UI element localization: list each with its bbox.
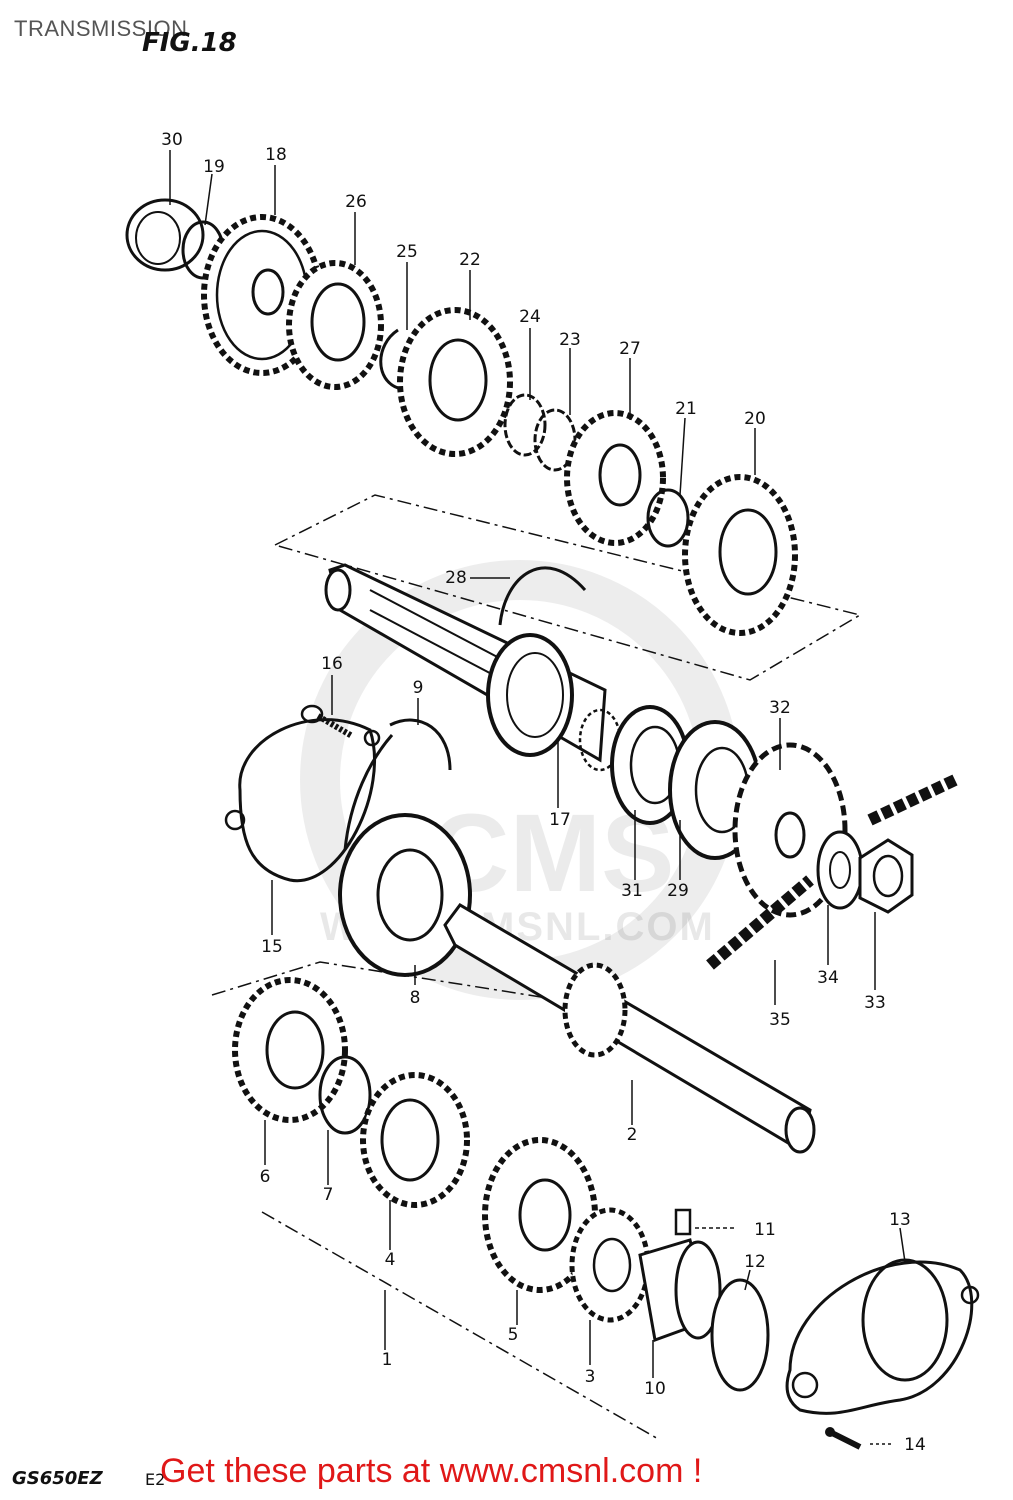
callout-part-10: 10 (644, 1379, 666, 1399)
callout-part-29: 29 (667, 881, 689, 901)
callout-part-5: 5 (508, 1325, 519, 1345)
part-34-washer (816, 830, 864, 910)
part-11-pin (674, 1208, 692, 1236)
part-8-bearing (338, 813, 472, 977)
callout-part-35: 35 (769, 1010, 791, 1030)
callout-part-27: 27 (619, 339, 641, 359)
figure-number: FIG.18 (142, 28, 237, 58)
callout-part-18: 18 (265, 145, 287, 165)
driveshaft-group-bottom (261, 1211, 661, 1441)
part-33-nut (858, 838, 914, 914)
callout-part-22: 22 (459, 250, 481, 270)
callout-part-26: 26 (345, 192, 367, 212)
callout-part-34: 34 (817, 968, 839, 988)
callout-part-12: 12 (744, 1252, 766, 1272)
part-callouts: 1234567891011121314151617181920212223242… (161, 130, 926, 1455)
part-22-gear (397, 307, 513, 457)
driveshaft-group-outline (211, 961, 561, 1001)
callout-part-24: 24 (519, 307, 541, 327)
countershaft-group-outline (272, 494, 862, 681)
part-12-cap (710, 1278, 770, 1392)
part-27-gear (564, 410, 666, 546)
callout-part-32: 32 (769, 698, 791, 718)
callout-part-23: 23 (559, 330, 581, 350)
part-35-chain (706, 774, 958, 970)
part-2-driveshaft (443, 903, 816, 1154)
part-14-bolt (825, 1427, 862, 1450)
callout-part-33: 33 (864, 993, 886, 1013)
callout-part-4: 4 (385, 1250, 396, 1270)
page-title: TRANSMISSION (14, 16, 188, 41)
part-24-washer (503, 393, 547, 457)
leader-lines (169, 150, 906, 1445)
model-suffix: E2 (145, 1470, 166, 1489)
part-4-gear (360, 1072, 470, 1208)
model-code: GS650EZ (12, 1468, 103, 1489)
part-9-circlip (343, 718, 452, 851)
callout-part-20: 20 (744, 409, 766, 429)
callout-part-8: 8 (410, 988, 421, 1008)
callout-part-17: 17 (549, 810, 571, 830)
callout-part-19: 19 (203, 157, 225, 177)
part-17-bearing (486, 633, 622, 772)
callout-part-7: 7 (323, 1185, 334, 1205)
part-28-circlip (498, 566, 587, 626)
part-3-gear (569, 1207, 651, 1323)
callout-part-11: 11 (754, 1220, 776, 1240)
callout-part-30: 30 (161, 130, 183, 150)
callout-part-13: 13 (889, 1210, 911, 1230)
callout-part-3: 3 (585, 1367, 596, 1387)
part-21-circlip (646, 488, 690, 548)
callout-part-15: 15 (261, 937, 283, 957)
callout-part-25: 25 (396, 242, 418, 262)
part-26-gear (286, 260, 384, 390)
part-13-retainer (785, 1258, 980, 1415)
callout-part-1: 1 (382, 1350, 393, 1370)
part-30-bearing (125, 198, 205, 272)
callout-part-16: 16 (321, 654, 343, 674)
part-23-washer (533, 408, 577, 472)
callout-part-14: 14 (904, 1435, 926, 1455)
callout-part-28: 28 (445, 568, 467, 588)
callout-part-31: 31 (621, 881, 643, 901)
part-7-circlip (318, 1055, 372, 1135)
part-15-retainer (224, 718, 381, 883)
part-10-bushing (638, 1238, 722, 1343)
callout-part-21: 21 (675, 399, 697, 419)
part-6-gear (232, 977, 348, 1123)
callout-part-9: 9 (413, 678, 424, 698)
buy-parts-link[interactable]: Get these parts at www.cmsnl.com ! (160, 1452, 703, 1490)
part-25-circlip (379, 328, 399, 390)
callout-part-6: 6 (260, 1167, 271, 1187)
part-20-gear (682, 474, 798, 636)
callout-part-2: 2 (627, 1125, 638, 1145)
